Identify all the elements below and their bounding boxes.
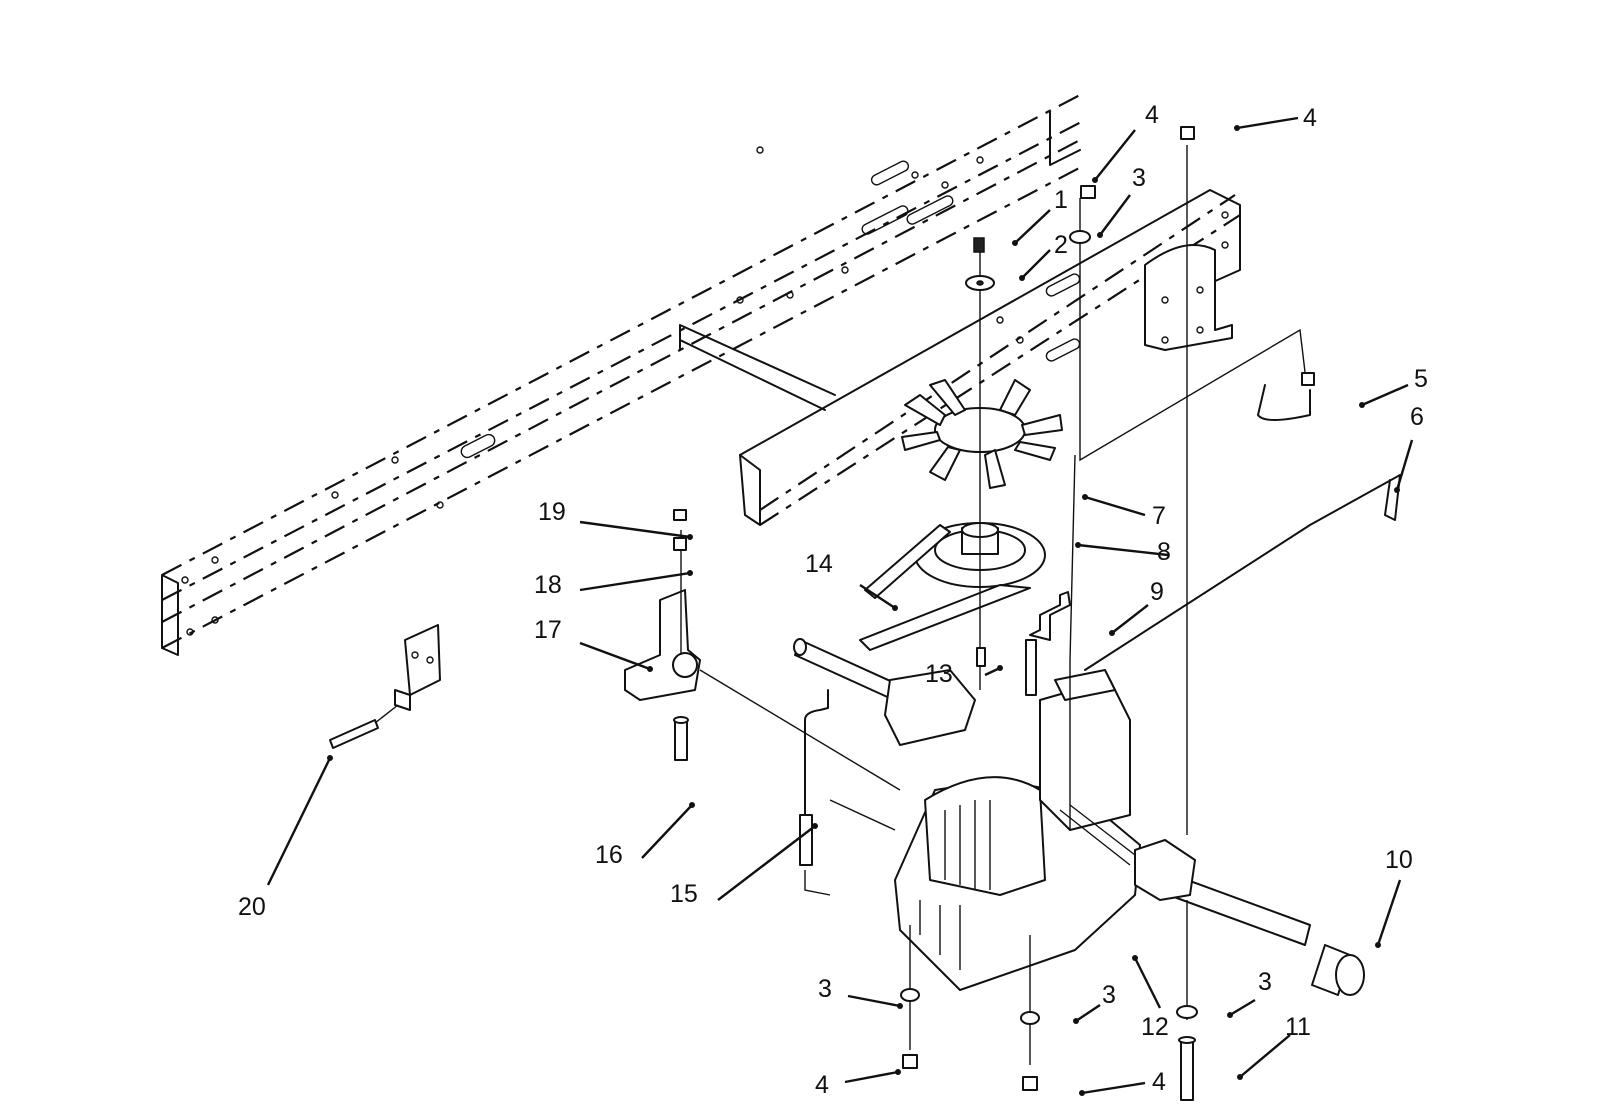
callout-3: 3 [1258, 968, 1272, 996]
callout-5: 5 [1414, 365, 1428, 393]
callout-10: 10 [1385, 846, 1413, 874]
callout-9: 9 [1150, 578, 1164, 606]
callout-13: 13 [925, 660, 953, 688]
cooling-fan [901, 379, 1063, 489]
callout-6: 6 [1410, 403, 1424, 431]
assembly-lines [699, 145, 1306, 1065]
lever-bracket [624, 509, 701, 761]
callout-18: 18 [534, 571, 562, 599]
callout-11: 11 [1285, 1013, 1311, 1041]
callout-16: 16 [595, 841, 623, 869]
callout-4: 4 [1145, 101, 1159, 129]
callout-14: 14 [805, 550, 833, 578]
hook-rod [1257, 372, 1315, 421]
callout-1: 1 [1054, 186, 1068, 214]
bypass-rod [1084, 474, 1401, 671]
drive-belt [859, 524, 1031, 651]
callout-8: 8 [1157, 538, 1171, 566]
callout-2: 2 [1054, 231, 1068, 259]
callout-3: 3 [1132, 164, 1146, 192]
callout-7: 7 [1152, 502, 1166, 530]
frame-rails [161, 94, 1241, 656]
transaxle [793, 638, 1311, 991]
callout-3: 3 [1102, 981, 1116, 1009]
fasteners [900, 126, 1198, 1101]
axle-collar [1311, 944, 1365, 996]
callout-4: 4 [1152, 1068, 1166, 1096]
callout-labels: 1 2 3 4 4 5 6 7 8 9 10 11 12 13 14 15 16… [238, 101, 1428, 1099]
callout-4: 4 [815, 1071, 829, 1099]
callout-19: 19 [538, 498, 566, 526]
callout-4: 4 [1303, 104, 1317, 132]
spring-assembly [329, 624, 441, 749]
callout-15: 15 [670, 880, 698, 908]
threaded-rods [799, 591, 1071, 896]
mounting-bracket [1144, 244, 1233, 351]
callout-3: 3 [818, 975, 832, 1003]
callout-17: 17 [534, 616, 562, 644]
leader-lines [266, 116, 1414, 1096]
callout-12: 12 [1141, 1013, 1169, 1041]
callout-20: 20 [238, 893, 266, 921]
